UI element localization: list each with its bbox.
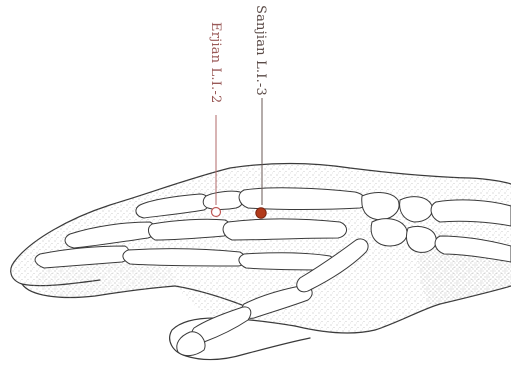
erjian-point-marker <box>212 208 221 217</box>
erjian-label: Erjian L.I.-2 <box>208 22 223 103</box>
sanjian-point-marker <box>256 208 266 218</box>
sanjian-label: Sanjian L.I.-3 <box>253 5 268 96</box>
